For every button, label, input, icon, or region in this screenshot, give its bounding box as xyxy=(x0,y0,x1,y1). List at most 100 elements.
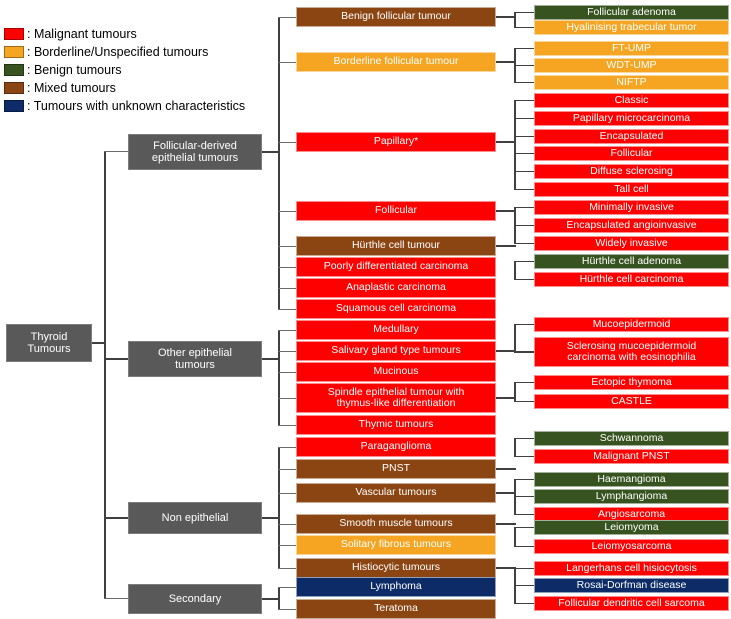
mid-node-0[interactable]: Benign follicular tumour xyxy=(296,7,496,27)
leaf-node-21[interactable]: Malignant PNST xyxy=(534,449,729,464)
leaf-node-22[interactable]: Haemangioma xyxy=(534,472,729,487)
mid-node-12[interactable]: Thymic tumours xyxy=(296,415,496,435)
mid-branch-26 xyxy=(514,545,535,548)
mid-branch-6 xyxy=(514,117,535,120)
mid-branch-27 xyxy=(514,567,535,570)
mid-branch-9 xyxy=(514,170,535,173)
leaf-node-10[interactable]: Tall cell xyxy=(534,182,729,197)
mid-node-15[interactable]: Vascular tumours xyxy=(296,483,496,503)
leaf-node-27[interactable]: Langerhans cell hisiocytosis xyxy=(534,561,729,576)
leaf-node-11[interactable]: Minimally invasive xyxy=(534,200,729,215)
mid-branch-19 xyxy=(514,400,535,403)
legend-item-unknown: : Tumours with unknown characteristics xyxy=(4,97,276,115)
leaf-node-4[interactable]: NIFTP xyxy=(534,75,729,90)
root-stub xyxy=(92,342,106,344)
cat-branch-6 xyxy=(278,287,297,289)
mid-node-6-label: Anaplastic carcinoma xyxy=(346,281,446,294)
cat-branch-7 xyxy=(278,308,297,310)
leaf-node-14[interactable]: Hürthle cell adenoma xyxy=(534,254,729,269)
leaf-node-25[interactable]: Leiomyoma xyxy=(534,520,729,535)
cat-branch-4 xyxy=(278,245,297,247)
leaf-node-8[interactable]: Follicular xyxy=(534,146,729,161)
root-branch-2 xyxy=(104,517,129,519)
leaf-node-26[interactable]: Leiomyosarcoma xyxy=(534,539,729,554)
mid-stub-7 xyxy=(496,468,516,470)
mid-branch-12 xyxy=(514,224,535,227)
legend-item-borderline: : Borderline/Unspecified tumours xyxy=(4,43,276,61)
leaf-node-15[interactable]: Hürthle cell carcinoma xyxy=(534,272,729,287)
leaf-node-3[interactable]: WDT-UMP xyxy=(534,58,729,73)
leaf-node-6[interactable]: Papillary microcarcinoma xyxy=(534,111,729,126)
mid-node-7-label: Squamous cell carcinoma xyxy=(335,302,457,315)
leaf-node-5[interactable]: Classic xyxy=(534,93,729,108)
leaf-node-29[interactable]: Follicular dendritic cell sarcoma xyxy=(534,596,729,611)
category-node-2[interactable]: Non epithelial xyxy=(128,502,262,534)
mid-node-9[interactable]: Salivary gland type tumours xyxy=(296,341,496,361)
mid-node-3-label: Follicular xyxy=(374,204,417,217)
leaf-node-28[interactable]: Rosai-Dorfman disease xyxy=(534,578,729,593)
mid-node-12-label: Thymic tumours xyxy=(358,418,434,431)
mid-node-13[interactable]: Paraganglioma xyxy=(296,437,496,457)
mid-node-16[interactable]: Smooth muscle tumours xyxy=(296,514,496,534)
mid-node-18[interactable]: Histiocytic tumours xyxy=(296,558,496,578)
mid-node-8[interactable]: Medullary xyxy=(296,320,496,340)
mid-stub-4 xyxy=(496,245,516,247)
leaf-node-20[interactable]: Schwannoma xyxy=(534,431,729,446)
leaf-node-10-label: Tall cell xyxy=(614,182,649,195)
leaf-node-7-label: Encapsulated xyxy=(599,129,664,142)
cat-branch-12 xyxy=(278,424,297,426)
category-node-3[interactable]: Secondary xyxy=(128,584,262,614)
mid-node-4[interactable]: Hürthle cell tumour xyxy=(296,236,496,256)
leaf-node-12[interactable]: Encapsulated angioinvasive xyxy=(534,218,729,233)
root-branch-1 xyxy=(104,358,129,360)
mid-spine-2 xyxy=(514,100,516,190)
mid-node-6[interactable]: Anaplastic carcinoma xyxy=(296,278,496,298)
leaf-node-23[interactable]: Lymphangioma xyxy=(534,489,729,504)
legend-item-benign: : Benign tumours xyxy=(4,61,276,79)
legend-swatch-unknown xyxy=(4,100,24,112)
leaf-node-13-label: Widely invasive xyxy=(595,236,668,249)
legend-item-malignant: : Malignant tumours xyxy=(4,25,276,43)
leaf-node-15-label: Hürthle cell carcinoma xyxy=(579,272,684,285)
mid-node-14[interactable]: PNST xyxy=(296,459,496,479)
leaf-node-0[interactable]: Follicular adenoma xyxy=(534,5,729,20)
mid-node-17[interactable]: Solitary fibrous tumours xyxy=(296,535,496,555)
cat-branch-15 xyxy=(278,492,297,494)
category-node-2-label: Non epithelial xyxy=(161,511,229,524)
mid-node-5[interactable]: Poorly differentiated carcinoma xyxy=(296,257,496,277)
mid-node-16-label: Smooth muscle tumours xyxy=(339,517,453,530)
mid-node-20[interactable]: Teratoma xyxy=(296,599,496,619)
leaf-node-13[interactable]: Widely invasive xyxy=(534,236,729,251)
leaf-node-2-label: FT-UMP xyxy=(611,41,652,54)
mid-branch-25 xyxy=(514,526,535,529)
leaf-node-6-label: Papillary microcarcinoma xyxy=(572,111,691,124)
mid-node-10[interactable]: Mucinous xyxy=(296,362,496,382)
mid-node-7[interactable]: Squamous cell carcinoma xyxy=(296,299,496,319)
leaf-node-7[interactable]: Encapsulated xyxy=(534,129,729,144)
cat-branch-1 xyxy=(278,61,297,63)
mid-node-2[interactable]: Papillary* xyxy=(296,132,496,152)
mid-node-2-label: Papillary* xyxy=(373,135,419,148)
leaf-node-9[interactable]: Diffuse sclerosing xyxy=(534,164,729,179)
mid-node-19[interactable]: Lymphoma xyxy=(296,577,496,597)
mid-branch-0 xyxy=(514,11,535,14)
cat-stub-2 xyxy=(262,517,280,519)
leaf-node-18[interactable]: Ectopic thymoma xyxy=(534,375,729,390)
leaf-node-16[interactable]: Mucoepidermoid xyxy=(534,317,729,332)
leaf-node-1[interactable]: Hyalinising trabecular tumor xyxy=(534,20,729,35)
leaf-node-19[interactable]: CASTLE xyxy=(534,394,729,409)
mid-node-1[interactable]: Borderline follicular tumour xyxy=(296,52,496,72)
mid-node-14-label: PNST xyxy=(381,462,410,475)
leaf-node-18-label: Ectopic thymoma xyxy=(591,375,672,388)
mid-node-3[interactable]: Follicular xyxy=(296,201,496,221)
leaf-node-2[interactable]: FT-UMP xyxy=(534,41,729,56)
leaf-node-11-label: Minimally invasive xyxy=(589,200,674,213)
cat-branch-17 xyxy=(278,544,297,546)
leaf-node-25-label: Leiomyoma xyxy=(604,520,659,533)
